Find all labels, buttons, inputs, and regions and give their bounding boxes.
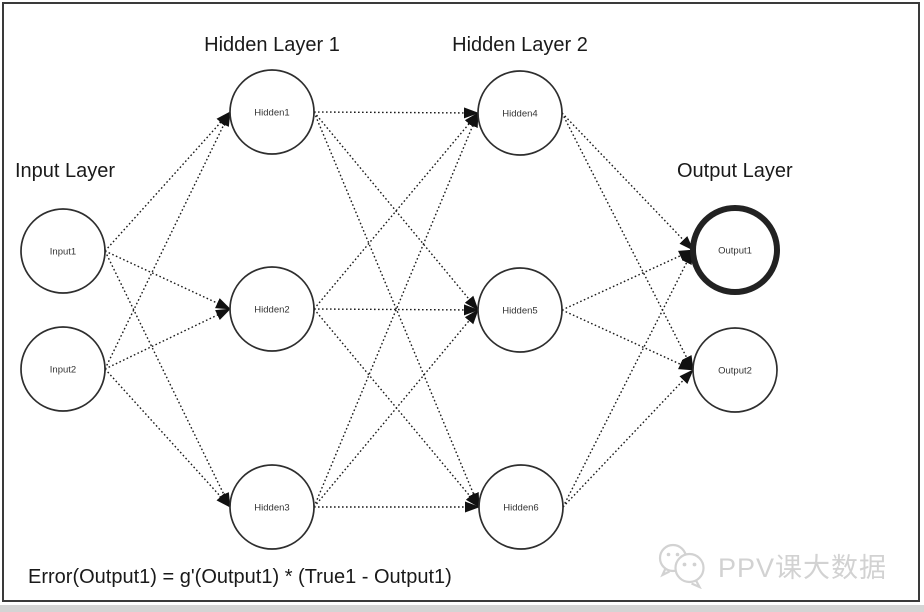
node-Hidden5: Hidden5 [477,267,563,353]
node-circle-Output2 [692,327,778,413]
edge-Input2-to-Hidden2 [104,308,231,370]
node-circle-Hidden4 [477,70,563,156]
node-Input2: Input2 [20,326,106,412]
node-circle-Hidden1 [229,69,315,155]
node-label-Input2: Input2 [50,365,76,376]
edge-Hidden1-to-Hidden6 [313,111,480,508]
edge-Input1-to-Hidden3 [104,250,231,508]
edge-Hidden2-to-Hidden4 [313,112,479,310]
node-circle-Input1 [20,208,106,294]
node-label-Output2: Output2 [718,366,752,377]
node-Output2: Output2 [692,327,778,413]
bottom-gray-strip [0,605,924,612]
hidden-layer-2-title: Hidden Layer 2 [452,34,588,56]
edge-Hidden4-to-Output1 [561,112,694,251]
node-Hidden1: Hidden1 [229,69,315,155]
node-label-Hidden1: Hidden1 [254,108,289,119]
node-label-Input1: Input1 [50,247,76,258]
node-circle-Output1 [690,205,780,295]
node-Hidden6: Hidden6 [478,464,564,550]
edge-Hidden3-to-Hidden5 [313,309,479,508]
node-Input1: Input1 [20,208,106,294]
watermark-text: PPV课大数据 [718,552,888,583]
edge-Hidden3-to-Hidden4 [313,112,479,508]
node-label-Hidden4: Hidden4 [502,109,537,120]
edge-Input2-to-Hidden3 [104,368,231,508]
edges-layer [104,107,694,513]
node-circle-Input2 [20,326,106,412]
output-layer-title: Output Layer [677,160,793,182]
node-label-Hidden2: Hidden2 [254,305,289,316]
edge-Hidden5-to-Output1 [561,249,694,311]
edge-Input1-to-Hidden1 [104,111,231,252]
edge-Input2-to-Hidden1 [104,111,231,370]
node-label-Hidden6: Hidden6 [503,503,538,514]
node-Hidden2: Hidden2 [229,266,315,352]
edge-Input1-to-Hidden2 [104,250,231,310]
watermark: PPV课大数据 [656,541,887,589]
hidden-layer-1-title: Hidden Layer 1 [204,34,340,56]
node-label-Output1: Output1 [718,246,752,257]
node-Hidden3: Hidden3 [229,464,315,550]
edge-Hidden4-to-Output2 [561,112,694,371]
edge-Hidden5-to-Output2 [561,309,694,371]
input-layer-title: Input Layer [15,160,116,182]
node-circle-Hidden2 [229,266,315,352]
edge-Hidden1-to-Hidden5 [313,111,479,311]
node-circle-Hidden5 [477,267,563,353]
node-circle-Hidden3 [229,464,315,550]
edge-Hidden2-to-Hidden5 [313,304,479,316]
node-label-Hidden5: Hidden5 [502,306,537,317]
edge-Hidden6-to-Output2 [562,369,694,508]
node-Output1: Output1 [690,205,780,295]
node-Hidden4: Hidden4 [477,70,563,156]
error-formula-text: Error(Output1) = g'(Output1) * (True1 - … [28,566,452,588]
node-label-Hidden3: Hidden3 [254,503,289,514]
edge-Hidden1-to-Hidden4 [313,107,479,119]
edge-Hidden6-to-Output1 [562,249,694,508]
node-circle-Hidden6 [478,464,564,550]
wechat-chat-bubbles-icon [658,543,705,589]
